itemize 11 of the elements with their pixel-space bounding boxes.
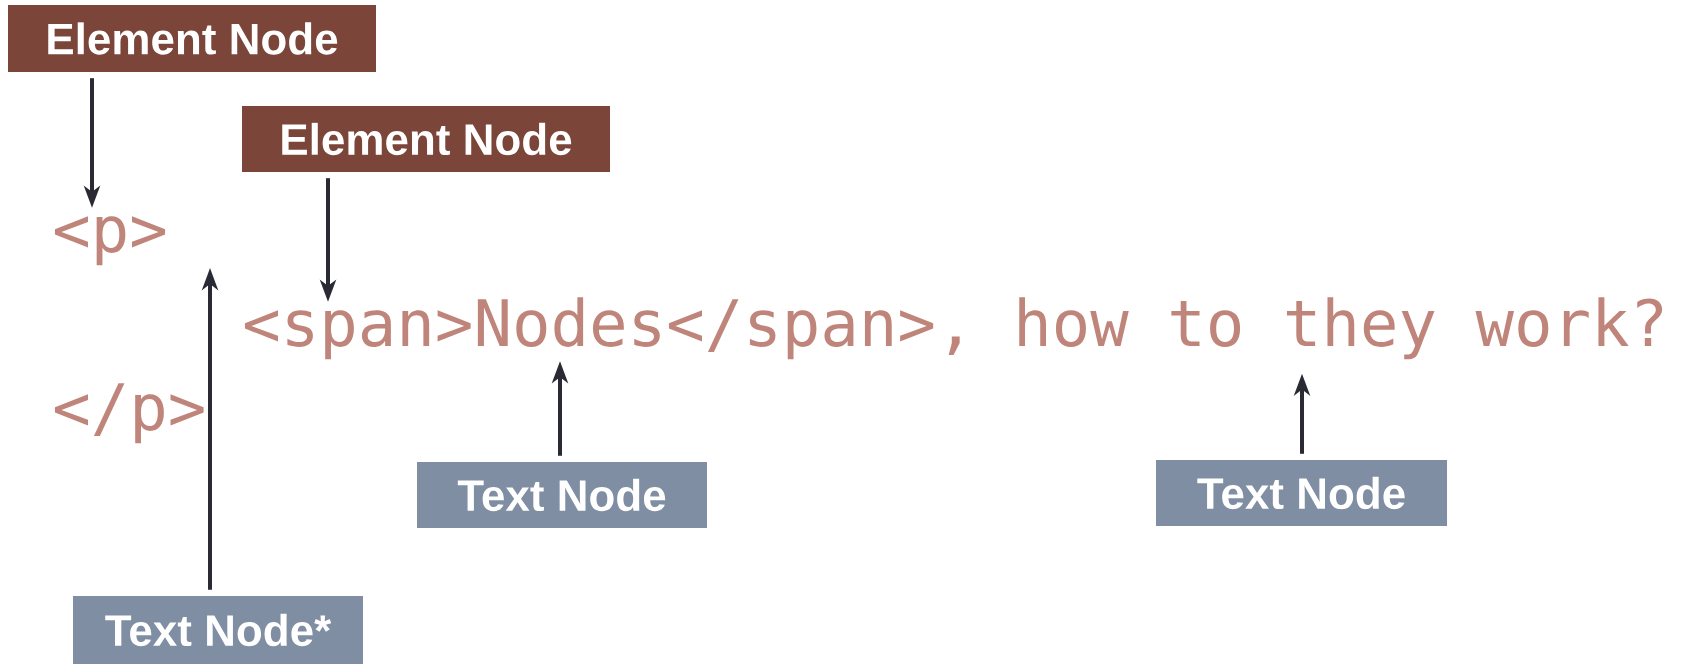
- label-box: Element Node: [8, 5, 376, 72]
- code-text: </p>: [54, 383, 204, 444]
- label-box: Text Node: [1156, 460, 1447, 526]
- code-text: Nodes: [477, 297, 660, 347]
- label-box: Text Node*: [73, 596, 363, 664]
- label-box: Text Node: [417, 462, 707, 528]
- code-text: <p>: [54, 216, 166, 266]
- code-text: </span>: [668, 299, 934, 360]
- code-text: , how to they work?: [948, 297, 1663, 360]
- label-box: Element Node: [242, 106, 610, 172]
- code-text: <span>: [244, 310, 471, 360]
